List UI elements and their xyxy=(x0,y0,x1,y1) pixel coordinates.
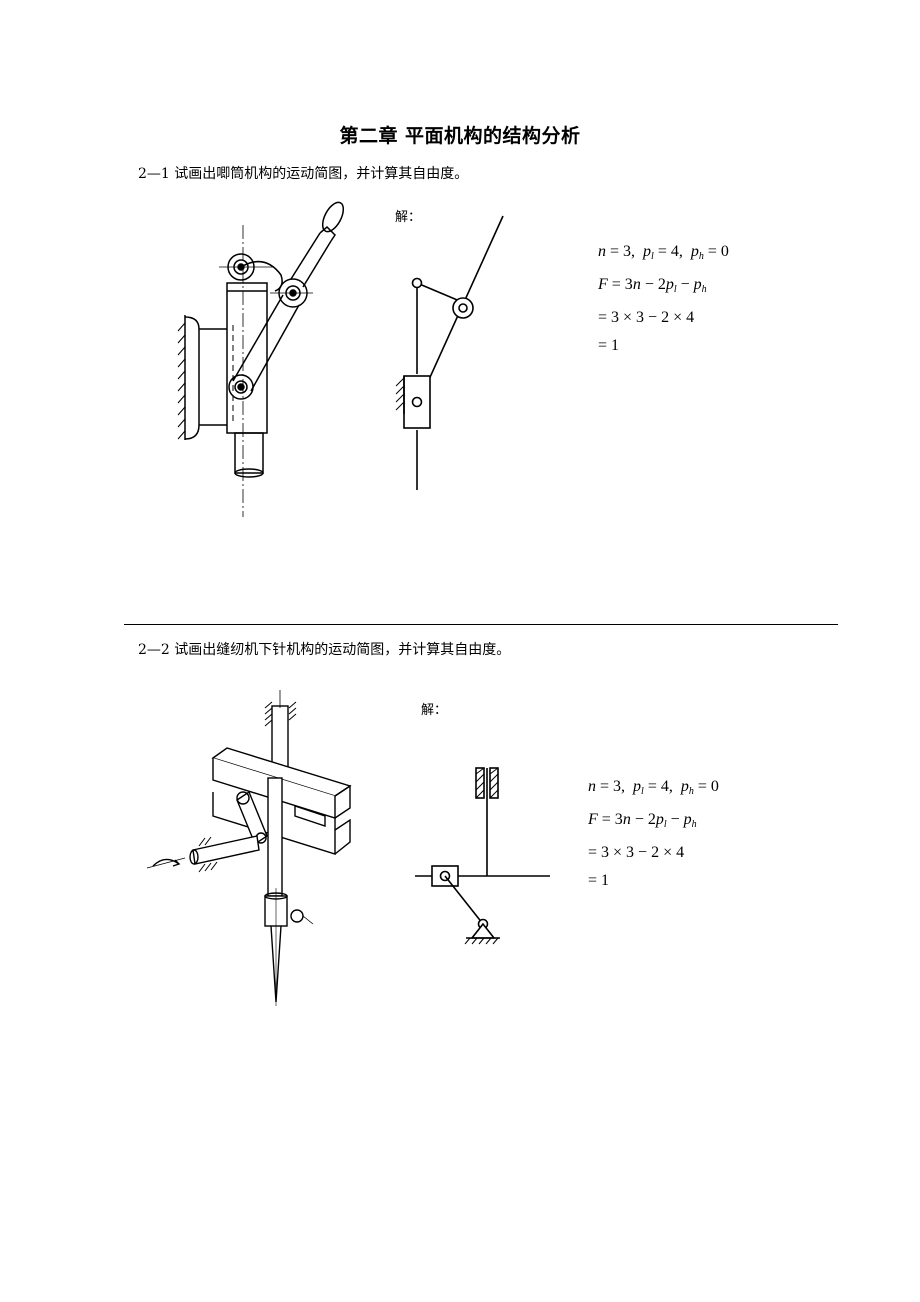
formula-line-result: = 1 xyxy=(588,872,610,889)
section-divider xyxy=(124,624,838,625)
formula-line-result: = 1 xyxy=(598,337,620,354)
sewing-kinematic-diagram xyxy=(415,767,550,945)
formula-line-substitution: = 3 × 3 − 2 × 4 xyxy=(588,844,685,861)
formula-line-substitution: = 3 × 3 − 2 × 4 xyxy=(598,309,695,326)
formula-line-definition: F = 3n − 2pl − ph xyxy=(598,276,707,295)
formula-line-params: n = 3, pl = 4, ph = 0 xyxy=(588,778,719,797)
formula-line-definition: F = 3n − 2pl − ph xyxy=(588,811,697,830)
problem-2-1-formula: n = 3, pl = 4, ph = 0 F = 3n − 2pl − ph … xyxy=(598,238,729,360)
sewing-needle-mechanism-illustration xyxy=(146,690,352,1006)
formula-line-params: n = 3, pl = 4, ph = 0 xyxy=(598,243,729,262)
problem-2-1-statement: 2—1 试画出唧筒机构的运动简图，并计算其自由度。 xyxy=(138,166,469,182)
pump-mechanism-illustration xyxy=(177,201,345,517)
pump-kinematic-diagram xyxy=(395,215,504,490)
problem-2-2-solution-label: 解： xyxy=(421,703,448,718)
problem-2-2-statement: 2—2 试画出缝纫机下针机构的运动简图，并计算其自由度。 xyxy=(138,642,511,658)
problem-2-1-solution-label: 解： xyxy=(395,210,422,225)
chapter-title: 第二章 平面机构的结构分析 xyxy=(339,125,581,147)
problem-2-2-formula: n = 3, pl = 4, ph = 0 F = 3n − 2pl − ph … xyxy=(588,773,719,895)
